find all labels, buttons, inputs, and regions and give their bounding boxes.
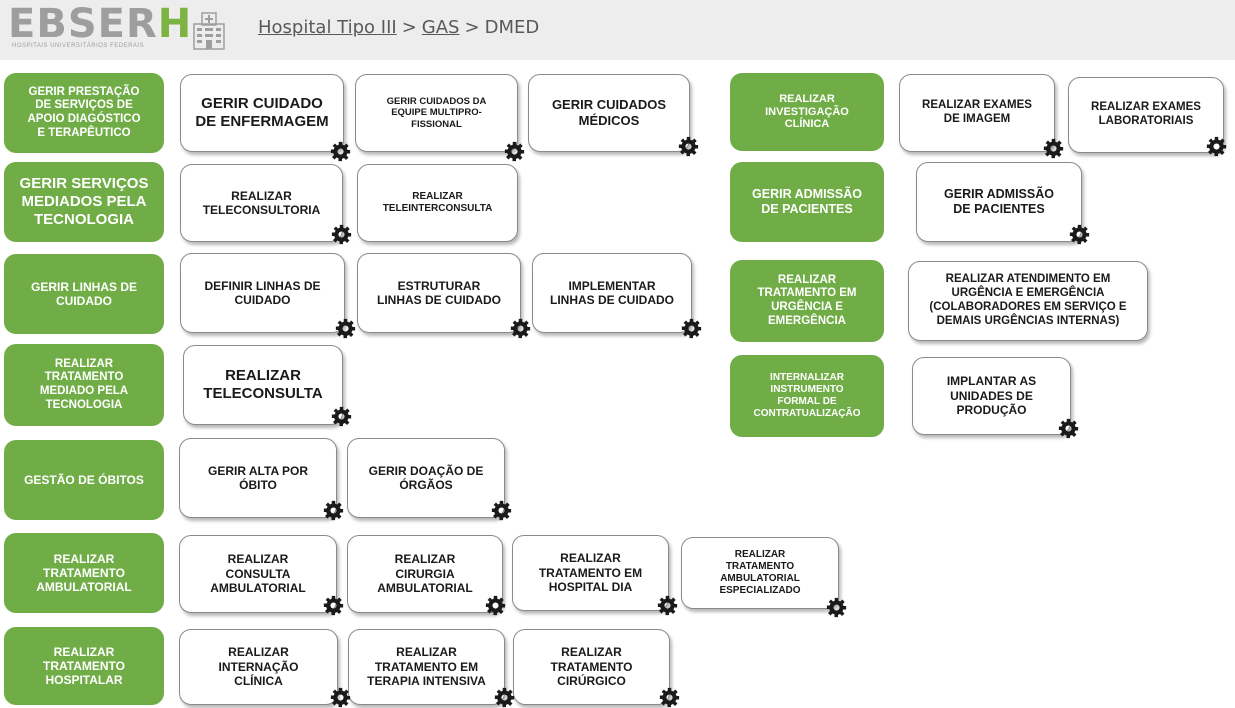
subprocess-exames-imagem[interactable]: REALIZAR EXAMES DE IMAGEM: [899, 74, 1055, 152]
subprocess-estruturar-linhas-cuidado[interactable]: ESTRUTURAR LINHAS DE CUIDADO: [357, 253, 521, 333]
gear-icon[interactable]: [491, 500, 512, 521]
subprocess-internacao-clinica[interactable]: REALIZAR INTERNAÇÃO CLÍNICA: [179, 629, 338, 705]
subprocess-definir-linhas-cuidado[interactable]: DEFINIR LINHAS DE CUIDADO: [180, 253, 345, 333]
gear-icon[interactable]: [330, 141, 351, 162]
process-realizar-investigacao-clinica[interactable]: REALIZAR INVESTIGAÇÃO CLÍNICA: [730, 73, 884, 151]
subprocess-realizar-teleinterconsulta[interactable]: REALIZAR TELEINTERCONSULTA: [357, 164, 518, 242]
gear-icon[interactable]: [330, 687, 351, 708]
process-gerir-prestacao[interactable]: GERIR PRESTAÇÃO DE SERVIÇOS DE APOIO DIA…: [4, 73, 164, 153]
header-bar: EBSERH HOSPITAIS UNIVERSITÁRIOS FEDERAIS…: [0, 0, 1235, 60]
gear-icon[interactable]: [485, 595, 506, 616]
gear-icon[interactable]: [681, 318, 702, 339]
hospital-building-icon: [193, 10, 225, 50]
gear-icon[interactable]: [657, 595, 678, 616]
subprocess-gerir-alta-obito[interactable]: GERIR ALTA POR ÓBITO: [179, 438, 337, 518]
gear-icon[interactable]: [1043, 138, 1064, 159]
subprocess-cirurgia-ambulatorial[interactable]: REALIZAR CIRURGIA AMBULATORIAL: [347, 535, 503, 613]
breadcrumb: Hospital Tipo III>GAS>DMED: [258, 17, 539, 38]
gear-icon[interactable]: [323, 500, 344, 521]
process-gerir-servicos-tecnologia[interactable]: GERIR SERVIÇOS MEDIADOS PELA TECNOLOGIA: [4, 162, 164, 242]
subprocess-terapia-intensiva[interactable]: REALIZAR TRATAMENTO EM TERAPIA INTENSIVA: [348, 629, 505, 705]
gear-icon[interactable]: [335, 318, 356, 339]
process-realizar-tratamento-ambulatorial[interactable]: REALIZAR TRATAMENTO AMBULATORIAL: [4, 533, 164, 613]
gear-icon[interactable]: [1206, 136, 1227, 157]
subprocess-gerir-admissao-pacientes[interactable]: GERIR ADMISSÃO DE PACIENTES: [916, 162, 1082, 242]
gear-icon[interactable]: [510, 318, 531, 339]
subprocess-realizar-teleconsulta[interactable]: REALIZAR TELECONSULTA: [183, 345, 343, 425]
breadcrumb-link-gas[interactable]: GAS: [421, 17, 460, 38]
breadcrumb-separator: >: [401, 17, 417, 38]
gear-icon[interactable]: [826, 597, 847, 618]
gear-icon[interactable]: [494, 687, 515, 708]
subprocess-realizar-teleconsultoria[interactable]: REALIZAR TELECONSULTORIA: [180, 164, 343, 242]
gear-icon[interactable]: [323, 595, 344, 616]
breadcrumb-separator: >: [464, 17, 480, 38]
subprocess-gerir-cuidado-enfermagem[interactable]: GERIR CUIDADO DE ENFERMAGEM: [180, 74, 344, 152]
logo-subtitle: HOSPITAIS UNIVERSITÁRIOS FEDERAIS: [12, 43, 145, 49]
gear-icon[interactable]: [1069, 224, 1090, 245]
process-gestao-obitos[interactable]: GESTÃO DE ÓBITOS: [4, 440, 164, 520]
process-internalizar-instrumento[interactable]: INTERNALIZAR INSTRUMENTO FORMAL DE CONTR…: [730, 355, 884, 437]
subprocess-implantar-unidades[interactable]: IMPLANTAR AS UNIDADES DE PRODUÇÃO: [912, 357, 1071, 435]
subprocess-implementar-linhas-cuidado[interactable]: IMPLEMENTAR LINHAS DE CUIDADO: [532, 253, 692, 333]
gear-icon[interactable]: [678, 136, 699, 157]
process-gerir-admissao-pacientes[interactable]: GERIR ADMISSÃO DE PACIENTES: [730, 162, 884, 242]
process-realizar-tratamento-urgencia[interactable]: REALIZAR TRATAMENTO EM URGÊNCIA E EMERGÊ…: [730, 260, 884, 342]
breadcrumb-current: DMED: [484, 17, 540, 38]
breadcrumb-link-hospital[interactable]: Hospital Tipo III: [258, 17, 397, 38]
process-realizar-tratamento-hospitalar[interactable]: REALIZAR TRATAMENTO HOSPITALAR: [4, 627, 164, 705]
gear-icon[interactable]: [504, 141, 525, 162]
logo-wordmark: EBSERH: [8, 1, 193, 47]
subprocess-gerir-cuidados-equipe[interactable]: GERIR CUIDADOS DA EQUIPE MULTIPRO- FISSI…: [355, 74, 518, 152]
subprocess-exames-laboratoriais[interactable]: REALIZAR EXAMES LABORATORIAIS: [1068, 77, 1224, 153]
subprocess-tratamento-hospital-dia[interactable]: REALIZAR TRATAMENTO EM HOSPITAL DIA: [512, 535, 669, 611]
subprocess-consulta-ambulatorial[interactable]: REALIZAR CONSULTA AMBULATORIAL: [179, 535, 337, 613]
subprocess-tratamento-cirurgico[interactable]: REALIZAR TRATAMENTO CIRÚRGICO: [513, 629, 670, 705]
process-realizar-tratamento-tecnologia[interactable]: REALIZAR TRATAMENTO MEDIADO PELA TECNOLO…: [4, 344, 164, 426]
gear-icon[interactable]: [331, 224, 352, 245]
gear-icon[interactable]: [659, 687, 680, 708]
gear-icon[interactable]: [1058, 418, 1079, 439]
subprocess-ambulatorial-especializado[interactable]: REALIZAR TRATAMENTO AMBULATORIAL ESPECIA…: [681, 537, 839, 609]
subprocess-gerir-doacao-orgaos[interactable]: GERIR DOAÇÃO DE ÓRGÃOS: [347, 438, 505, 518]
gear-icon[interactable]: [331, 406, 352, 427]
subprocess-gerir-cuidados-medicos[interactable]: GERIR CUIDADOS MÉDICOS: [528, 74, 690, 152]
ebserh-logo[interactable]: EBSERH HOSPITAIS UNIVERSITÁRIOS FEDERAIS: [6, 2, 191, 54]
subprocess-atendimento-urgencia[interactable]: REALIZAR ATENDIMENTO EM URGÊNCIA E EMERG…: [908, 261, 1148, 341]
process-gerir-linhas-cuidado[interactable]: GERIR LINHAS DE CUIDADO: [4, 254, 164, 334]
